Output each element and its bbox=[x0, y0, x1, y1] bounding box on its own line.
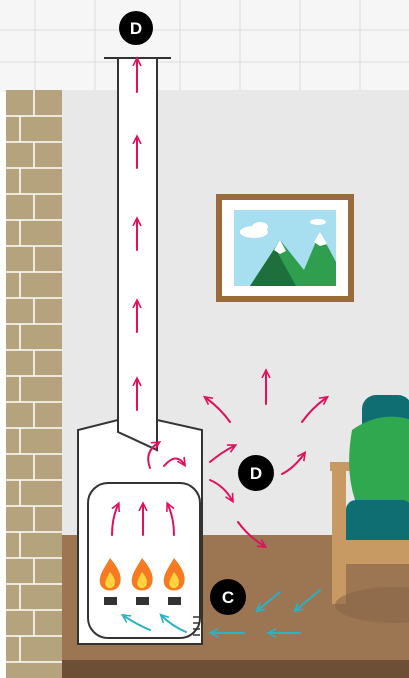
label-air-intake: C bbox=[210, 579, 246, 615]
arrow-cool-icon bbox=[296, 589, 321, 610]
brick-wall bbox=[6, 90, 62, 678]
burners bbox=[99, 558, 185, 605]
label-room-heat: D bbox=[238, 455, 274, 491]
arrow-warm-icon bbox=[163, 458, 184, 466]
arrow-warm-icon bbox=[281, 454, 304, 475]
framed-picture bbox=[216, 194, 354, 302]
arrow-cool-icon bbox=[258, 591, 281, 610]
arrow-warm-icon bbox=[111, 505, 118, 536]
label-top-vent: D bbox=[119, 11, 153, 45]
arrow-warm-icon bbox=[147, 443, 158, 469]
burner-icon bbox=[104, 597, 117, 605]
arrow-warm-icon bbox=[209, 446, 234, 463]
label-top-vent-text: D bbox=[130, 19, 142, 38]
flame-icon bbox=[163, 558, 185, 591]
label-room-heat-text: D bbox=[250, 464, 262, 483]
tiled-background bbox=[0, 0, 409, 92]
arrow-warm-icon bbox=[206, 398, 231, 423]
burner-icon bbox=[136, 597, 149, 605]
arrow-warm-icon bbox=[209, 479, 232, 500]
label-air-intake-text: C bbox=[222, 588, 234, 607]
warm-air-flow bbox=[111, 60, 326, 546]
arrow-warm-icon bbox=[301, 398, 326, 423]
cool-air-flow bbox=[124, 589, 321, 633]
arrow-cool-icon bbox=[124, 616, 151, 631]
arrow-cool-icon bbox=[162, 616, 187, 633]
arrow-warm-icon bbox=[237, 521, 264, 546]
armchair bbox=[330, 395, 409, 623]
burner-icon bbox=[168, 597, 181, 605]
flame-icon bbox=[131, 558, 153, 591]
arrow-warm-icon bbox=[168, 505, 175, 536]
flame-icon bbox=[99, 558, 121, 591]
